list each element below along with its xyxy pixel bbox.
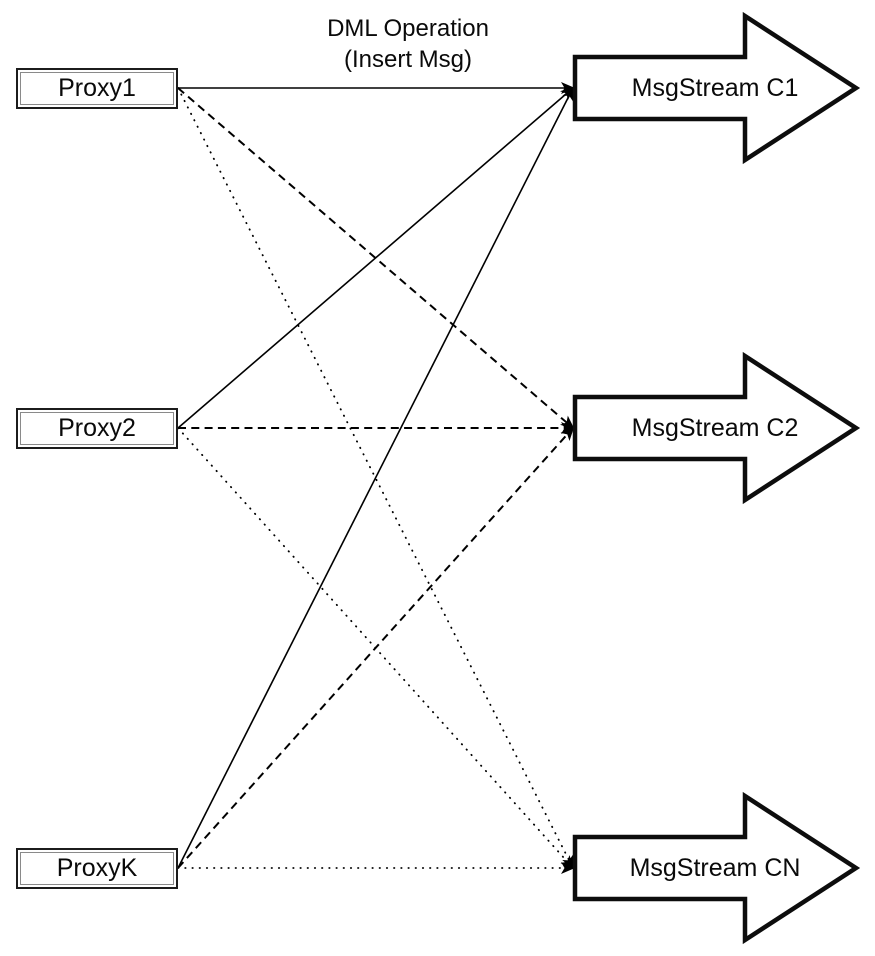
diagram-title-line2: (Insert Msg) [343,46,472,73]
proxy2-node: Proxy2 [16,408,178,449]
edge-layer [177,82,575,874]
msgstream-c1-arrow [572,11,861,165]
edge-proxy1-c2 [177,87,575,430]
edge-proxy2-cn [177,427,575,870]
proxyK-label: ProxyK [56,854,138,882]
proxy2-label: Proxy2 [58,414,136,442]
msgstream-c2-arrow [572,351,861,505]
edge-proxyK-c1 [177,86,574,869]
proxy1-node: Proxy1 [16,68,178,109]
diagram-title: DML Operation (Insert Msg) [258,13,558,75]
msgstream-cn-arrow [572,791,861,945]
diagram-title-line1: DML Operation [327,15,489,42]
proxy1-label: Proxy1 [58,74,136,102]
proxyK-node: ProxyK [16,848,178,889]
